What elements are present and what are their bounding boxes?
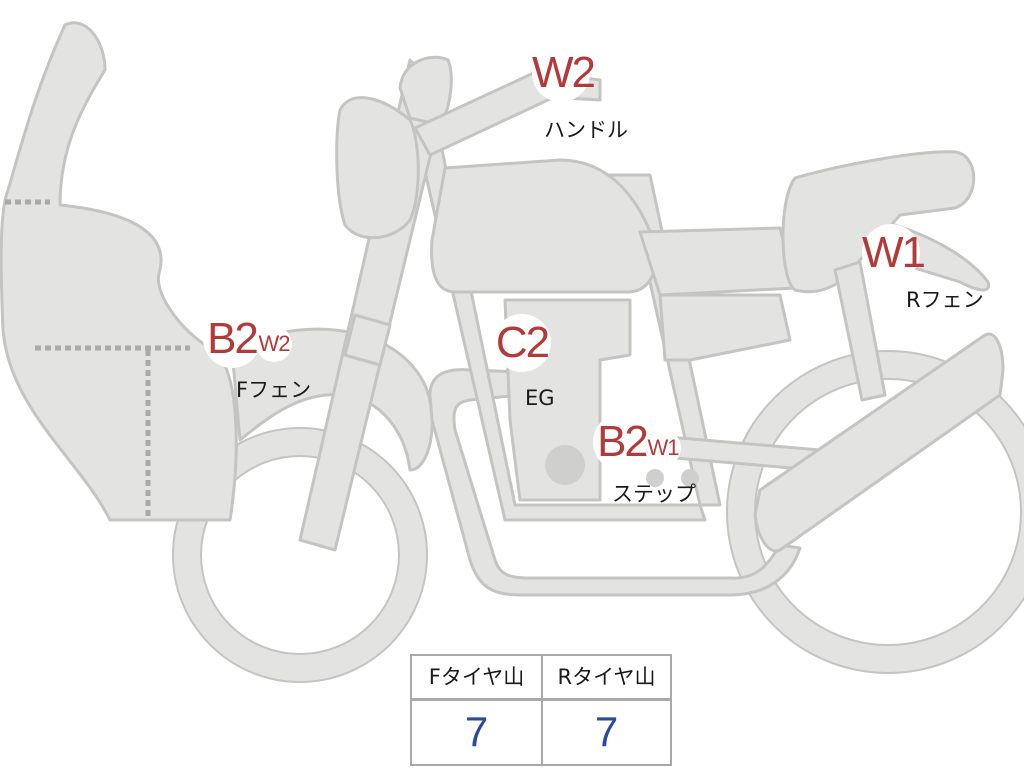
label-engine: EG bbox=[525, 386, 555, 410]
rear-seat bbox=[781, 150, 976, 294]
headlight bbox=[335, 96, 420, 240]
rear-wheel bbox=[727, 351, 1024, 673]
tire-tread-table: Fタイヤ山 Rタイヤ山 7 7 bbox=[410, 654, 672, 766]
label-step: ステップ bbox=[612, 482, 696, 506]
muffler bbox=[753, 332, 1005, 553]
damage-code-front-fender-1: B2 bbox=[203, 310, 261, 368]
label-front-fender: Fフェン bbox=[236, 378, 312, 402]
rear-tread-value: 7 bbox=[594, 708, 619, 755]
damage-code-handle: W2 bbox=[532, 44, 596, 102]
front-tread-value: 7 bbox=[464, 708, 489, 755]
damage-code-step-2: W1 bbox=[645, 430, 681, 466]
damage-code-step-1: B2 bbox=[593, 413, 651, 471]
seat-frame bbox=[638, 226, 797, 297]
front-tread-header: Fタイヤ山 bbox=[412, 656, 541, 701]
table-divider bbox=[541, 656, 543, 764]
damage-code-engine: C2 bbox=[493, 314, 551, 372]
rear-shock bbox=[833, 260, 887, 402]
label-handle: ハンドル bbox=[544, 118, 628, 142]
damage-code-front-fender-2: W2 bbox=[256, 326, 292, 362]
side-cover bbox=[658, 293, 792, 362]
fairing bbox=[0, 21, 238, 522]
rear-tread-header: Rタイヤ山 bbox=[543, 656, 670, 701]
label-rear-fender: Rフェン bbox=[906, 288, 984, 312]
damage-code-rear-fender: W1 bbox=[862, 224, 926, 282]
front-wheel bbox=[173, 428, 427, 682]
